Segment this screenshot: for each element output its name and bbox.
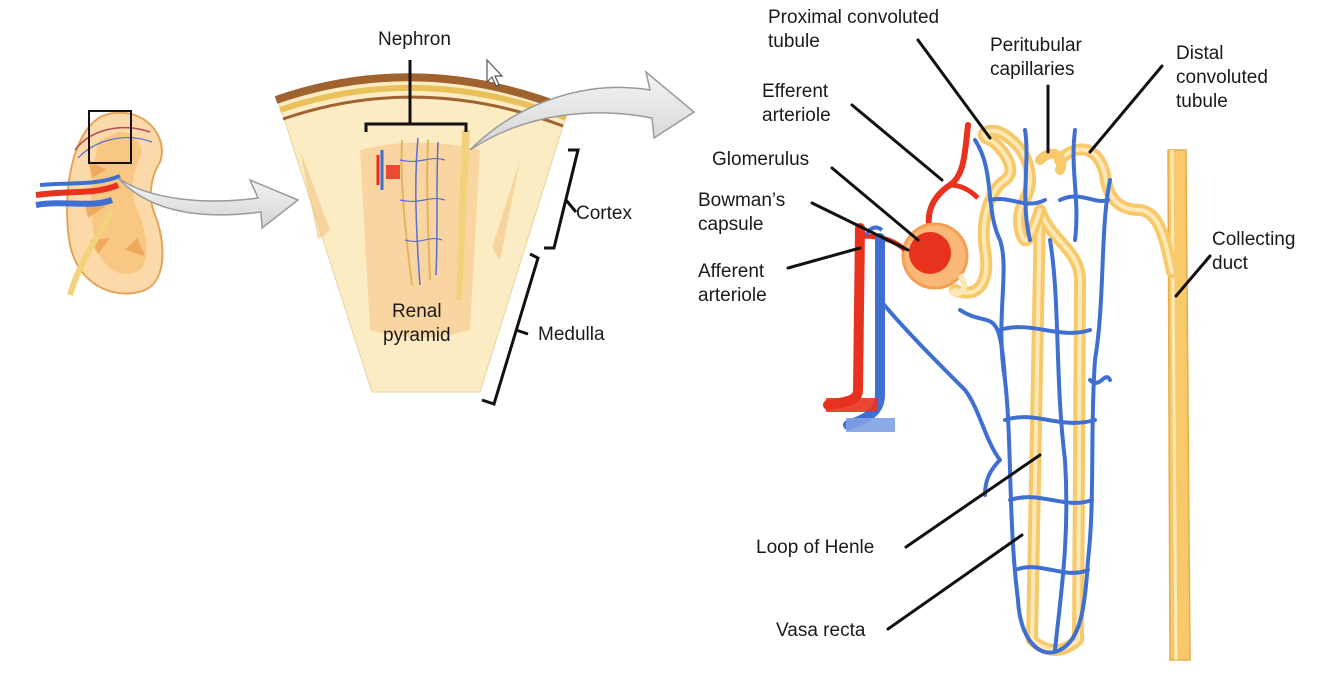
label-peritubular-capillaries: Peritubular capillaries	[990, 34, 1082, 82]
label-proximal-tubule: Proximal convoluted tubule	[768, 6, 939, 54]
zoom-arrow-1	[117, 177, 300, 230]
label-nephron: Nephron	[378, 29, 451, 50]
label-efferent-arteriole-line-2: arteriole	[762, 105, 831, 126]
zoom-arrow-2	[469, 70, 696, 151]
label-afferent-arteriole-line-1: Afferent	[698, 261, 765, 282]
label-renal-pyramid: Renal pyramid	[383, 300, 451, 348]
selection-box	[88, 110, 132, 164]
label-loop-of-henle: Loop of Henle	[756, 537, 875, 558]
label-proximal-tubule-line-1: Proximal convoluted	[768, 7, 940, 28]
cortex-bracket	[544, 148, 580, 250]
label-glomerulus: Glomerulus	[712, 149, 810, 170]
label-collecting-duct: Collecting duct	[1212, 228, 1295, 276]
label-bowmans-capsule-line-2: capsule	[698, 214, 764, 235]
label-bowmans-capsule: Bowman’s capsule	[698, 189, 785, 237]
kidney-illustration	[35, 110, 164, 296]
label-medulla: Medulla	[538, 324, 605, 345]
medulla-bracket	[481, 252, 540, 406]
label-distal-tubule-line-3: tubule	[1176, 91, 1228, 112]
mouse-cursor-icon	[486, 58, 504, 87]
label-afferent-arteriole: Afferent arteriole	[698, 260, 767, 308]
label-renal-pyramid-line-1: Renal	[391, 301, 442, 322]
label-proximal-tubule-line-2: tubule	[768, 31, 820, 52]
nephron-detail	[823, 122, 1191, 661]
label-peritubular-capillaries-line-1: Peritubular	[990, 35, 1082, 56]
label-peritubular-capillaries-line-2: capillaries	[990, 59, 1075, 80]
leader-lines	[786, 38, 1212, 631]
label-distal-tubule-line-1: Distal	[1176, 43, 1224, 64]
label-efferent-arteriole: Efferent arteriole	[762, 80, 831, 128]
label-afferent-arteriole-line-2: arteriole	[698, 285, 767, 306]
label-efferent-arteriole-line-1: Efferent	[762, 81, 829, 102]
label-distal-tubule-line-2: convoluted	[1176, 67, 1268, 88]
label-collecting-duct-line-2: duct	[1212, 253, 1248, 274]
nephron-bracket	[364, 60, 468, 132]
label-cortex: Cortex	[576, 203, 632, 224]
label-bowmans-capsule-line-1: Bowman’s	[698, 190, 786, 211]
label-distal-tubule: Distal convoluted tubule	[1176, 42, 1268, 114]
label-collecting-duct-line-1: Collecting	[1212, 229, 1296, 250]
label-vasa-recta: Vasa recta	[776, 620, 866, 641]
label-renal-pyramid-line-2: pyramid	[383, 325, 451, 346]
